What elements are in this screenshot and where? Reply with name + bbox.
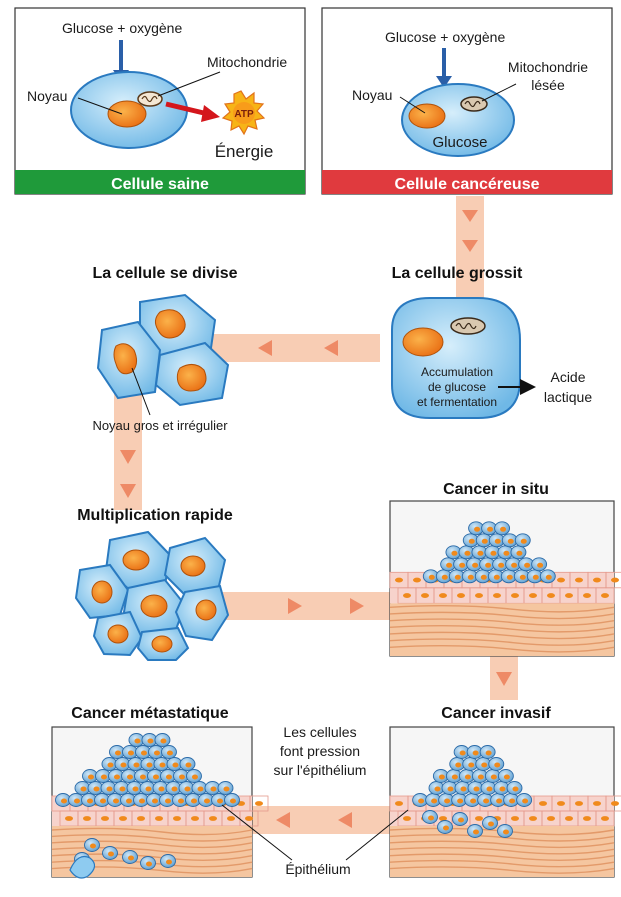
epithelium-label: Épithélium <box>285 861 350 877</box>
healthy-title-bar <box>15 170 305 194</box>
flow-head-down-1b <box>462 240 478 252</box>
stage-cell-divides: La cellule se divise Noyau gros et irrég… <box>92 265 237 433</box>
flow-head-left-1 <box>324 340 338 356</box>
acid-label-1: Acide <box>550 369 585 385</box>
enlarged-cell-mitochondria <box>450 317 486 335</box>
mult-nucleus-1 <box>122 549 150 571</box>
damaged-mitochondria <box>460 96 488 112</box>
epithelium-pointer-left <box>221 804 293 861</box>
healthy-cell-panel: Cellule saine Glucose + oxygène Noyau Mi… <box>14 7 306 195</box>
healthy-nucleus <box>107 100 147 128</box>
cancer-title-bar <box>322 170 612 194</box>
red-energy-arrowhead <box>201 105 220 122</box>
healthy-mitochondria <box>137 91 163 107</box>
flow-band-left-bottom <box>252 806 390 834</box>
cell-divides-title: La cellule se divise <box>93 265 238 282</box>
stage-metastatic: Cancer métastatique <box>51 705 269 879</box>
healthy-mitochondria-label: Mitochondrie <box>207 54 287 70</box>
multiplication-title: Multiplication rapide <box>77 507 233 524</box>
accumulation-line-1: Accumulation <box>421 365 493 379</box>
acid-label-2: lactique <box>544 389 592 405</box>
flow-head-left-3 <box>338 812 352 828</box>
in-situ-tissue <box>389 500 621 657</box>
flow-head-right-1 <box>288 598 302 614</box>
epithelium-pointer-right <box>345 809 409 861</box>
cancer-glucose-label: Glucose <box>432 134 487 151</box>
dividing-nucleus-1 <box>154 309 186 339</box>
enlarged-cell-nucleus <box>402 327 444 357</box>
healthy-nucleus-label: Noyau <box>27 88 67 104</box>
healthy-title: Cellule saine <box>111 176 209 193</box>
metastatic-title: Cancer métastatique <box>71 705 228 722</box>
mult-nucleus-6 <box>107 624 129 644</box>
pressure-line-3: sur l'épithélium <box>274 762 367 778</box>
healthy-input-label: Glucose + oxygène <box>62 20 182 36</box>
mult-nucleus-4 <box>140 594 168 618</box>
mult-nucleus-3 <box>91 580 113 604</box>
flow-head-left-2 <box>258 340 272 356</box>
accumulation-line-2: de glucose <box>428 380 486 394</box>
cancer-mito-label-2: lésée <box>531 77 565 93</box>
cancerous-cell-panel: Cellule cancéreuse Glucose + oxygène Glu… <box>321 7 613 195</box>
stage-in-situ: Cancer in situ <box>389 481 621 657</box>
pressure-line-2: font pression <box>280 743 360 759</box>
cancer-nucleus <box>408 103 446 129</box>
energy-label: Énergie <box>215 142 274 161</box>
nucleus-note: Noyau gros et irrégulier <box>92 418 228 433</box>
accumulation-line-3: et fermentation <box>417 395 497 409</box>
pressure-note: Les cellules font pression sur l'épithél… <box>274 724 367 778</box>
cancer-mito-label-1: Mitochondrie <box>508 59 588 75</box>
cell-grows-title: La cellule grossit <box>392 265 523 282</box>
flow-band-right <box>222 592 390 620</box>
atp-label: ATP <box>234 109 254 120</box>
stage-invasive: Cancer invasif <box>389 705 621 878</box>
flow-head-left-4 <box>276 812 290 828</box>
stage-cell-grows: La cellule grossit Accumulation de gluco… <box>391 265 592 419</box>
cancer-nucleus-label: Noyau <box>352 87 392 103</box>
in-situ-title: Cancer in situ <box>443 481 549 498</box>
flow-head-down-3 <box>120 484 136 498</box>
cancer-input-arrowhead <box>436 76 452 88</box>
flow-head-down-1a <box>462 210 478 222</box>
mult-nucleus-2 <box>180 555 206 577</box>
flow-head-down-4 <box>496 672 512 686</box>
mult-nucleus-5 <box>195 599 217 621</box>
flow-head-down-2 <box>120 450 136 464</box>
red-energy-arrow <box>165 101 209 117</box>
mult-nucleus-7 <box>151 635 173 653</box>
flow-head-right-2 <box>350 598 364 614</box>
metastatic-tissue <box>51 726 269 879</box>
vessel-cell <box>69 855 96 879</box>
cancer-title: Cellule cancéreuse <box>395 176 540 193</box>
dividing-nucleus-3 <box>176 364 207 392</box>
pressure-line-1: Les cellules <box>283 724 356 740</box>
dividing-nucleus-2 <box>113 343 138 375</box>
cancer-input-label: Glucose + oxygène <box>385 29 505 45</box>
invasive-title: Cancer invasif <box>441 705 551 722</box>
stage-multiplication: Multiplication rapide <box>74 507 233 661</box>
invasive-tissue <box>389 726 621 878</box>
